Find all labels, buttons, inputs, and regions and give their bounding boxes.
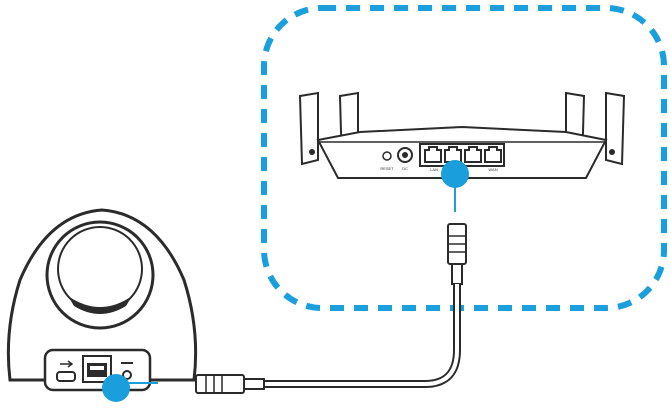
router-port-icon <box>464 146 482 163</box>
reset-pinhole-icon <box>122 370 132 380</box>
router-antenna-left-outer <box>298 91 319 166</box>
camera-connection-marker-icon <box>102 374 130 402</box>
router-ethernet-ports <box>424 146 502 163</box>
cable-inner <box>264 284 459 386</box>
router-power-jack-icon <box>397 147 413 163</box>
router-reset-label: RESET <box>380 166 394 171</box>
usb-icon <box>56 371 76 382</box>
camera <box>6 208 198 392</box>
router-wan-label: WAN <box>488 167 497 172</box>
usb-symbol-icon <box>60 360 74 368</box>
antenna-hinge <box>609 149 615 155</box>
plug-boot <box>243 378 265 390</box>
ethernet-port-pins <box>90 366 104 370</box>
ethernet-cable <box>195 223 467 394</box>
antenna-hinge <box>309 149 315 155</box>
router-reset-button-icon <box>382 151 392 161</box>
router: RESET DC LAN WAN <box>298 91 626 179</box>
camera-lens-shadow <box>68 296 132 314</box>
ethernet-plug-left-icon <box>195 374 245 394</box>
plug-boot <box>451 263 463 285</box>
router-port-icon <box>484 146 502 163</box>
router-port-icon <box>444 146 462 163</box>
router-port-icon <box>424 146 442 163</box>
router-power-jack-core <box>402 152 408 158</box>
router-antenna-right-outer <box>605 91 626 166</box>
router-lan-label: LAN <box>430 167 438 172</box>
router-zone-dashed-outline <box>261 5 667 311</box>
router-power-label: DC <box>402 166 408 171</box>
router-connection-marker-icon <box>441 160 469 188</box>
